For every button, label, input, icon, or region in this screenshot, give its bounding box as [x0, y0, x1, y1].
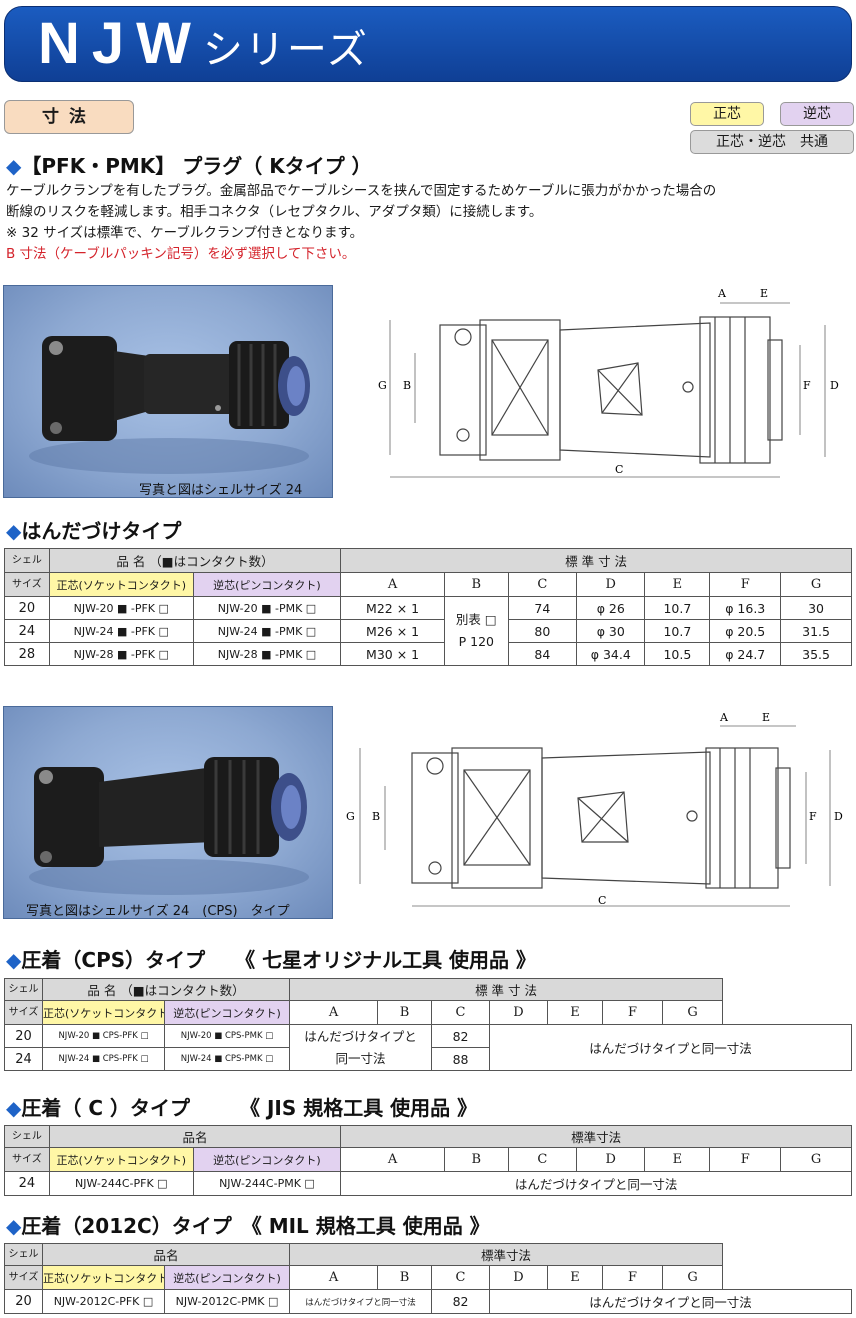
table-row: 20 NJW-20 ■ -PFK □ NJW-20 ■ -PMK □ M22 ×… [4, 596, 852, 666]
plug-heading: ◆【PFK・PMK】 プラグ（ Kタイプ ） [6, 154, 372, 178]
sei-header: 正芯(ソケットコンタクト) [48, 572, 194, 597]
cps-dg-note: はんだづけタイプと同一寸法 [489, 1024, 852, 1071]
c2012-table: シェル 品名 標準寸法 サイズ 正芯(ソケットコンタクト) 逆芯(ピンコンタクト… [4, 1243, 852, 1314]
c-type-heading: ◆圧着（ C ）タイプ 《 JIS 規格工具 使用品 》 [6, 1096, 478, 1120]
drawing-label-g: G [378, 379, 387, 392]
name-header: 品 名 （■はコンタクト数） [48, 548, 342, 573]
col-c: C [507, 572, 578, 597]
diamond-icon: ◆ [6, 154, 22, 178]
drawing-label-a: A [717, 287, 727, 300]
col-g: G [780, 572, 852, 597]
c2012-dg-note: はんだづけタイプと同一寸法 [489, 1289, 852, 1314]
c2012-heading: ◆圧着（2012C）タイプ 《 MIL 規格工具 使用品 》 [6, 1214, 490, 1238]
dimension-drawing-solder: G B F D C A E [378, 287, 839, 478]
b-value: 別表 □P 120 [443, 596, 509, 666]
solder-table: シェル 品 名 （■はコンタクト数） 標 準 寸 法 サイズ 正芯(ソケットコン… [4, 548, 852, 666]
intro-note: ※ 32 サイズは標準で、ケーブルクランプ付きとなります。 [6, 225, 364, 241]
legend-sei: 正芯 [690, 102, 764, 126]
col-e: E [644, 572, 711, 597]
product-photo-cps: 写真と図はシェルサイズ 24 (CPS) タイプ [3, 706, 333, 919]
intro-line-1: ケーブルクランプを有したプラグ。金属部品でケーブルシースを挟んで固定するためケー… [6, 183, 717, 199]
diamond-icon: ◆ [6, 1214, 22, 1238]
drawing-label-d: D [830, 379, 839, 392]
c2012-ab-note: はんだづけタイプと同一寸法 [289, 1289, 433, 1314]
col-b: B [443, 572, 509, 597]
series-banner [4, 6, 852, 82]
drawing-label-c: C [598, 894, 606, 907]
photo-caption: 写真と図はシェルサイズ 24 (CPS) タイプ [26, 904, 290, 919]
c-type-note: はんだづけタイプと同一寸法 [340, 1171, 852, 1196]
table-row: 24 NJW-244C-PFK □ NJW-244C-PMK □ はんだづけタイ… [4, 1171, 852, 1196]
c-type-table: シェル 品名 標準寸法 サイズ 正芯(ソケットコンタクト) 逆芯(ピンコンタクト… [4, 1125, 852, 1196]
col-d: D [576, 572, 646, 597]
diamond-icon: ◆ [6, 519, 22, 543]
drawing-label-f: F [809, 810, 817, 823]
intro-line-2: 断線のリスクを軽減します。相手コネクタ（レセプタクル、アダプタ類）に接続します。 [6, 204, 543, 220]
shell-header: シェル [4, 548, 50, 573]
drawing-label-e: E [760, 287, 768, 300]
page-title: NJWシリーズ [38, 11, 369, 76]
diamond-icon: ◆ [6, 948, 22, 972]
photo-caption: 写真と図はシェルサイズ 24 [139, 483, 303, 498]
drawing-label-b: B [403, 379, 411, 392]
size-header: サイズ [4, 572, 50, 597]
intro-warning: B 寸法（ケーブルパッキン記号）を必ず選択して下さい。 [6, 246, 356, 262]
drawing-label-f: F [803, 379, 811, 392]
connector-photo-illustration [29, 336, 310, 474]
drawing-label-g: G [346, 810, 355, 823]
solder-heading: ◆はんだづけタイプ [6, 519, 182, 543]
table-row: 28 NJW-28 ■ -PFK □ NJW-28 ■ -PMK □ M30 ×… [4, 642, 852, 666]
diamond-icon: ◆ [6, 1096, 22, 1120]
cps-ab-note: はんだづけタイプと同一寸法 [289, 1024, 433, 1071]
col-f: F [709, 572, 782, 597]
drawing-label-b: B [372, 810, 380, 823]
dims-header: 標 準 寸 法 [340, 548, 852, 573]
legend-common: 正芯・逆芯 共通 [690, 130, 854, 154]
cps-heading: ◆圧着（CPS）タイプ 《 七星オリジナル工具 使用品 》 [6, 948, 537, 972]
dimensions-tag: 寸法 [4, 100, 134, 134]
gyaku-header: 逆芯(ピンコンタクト) [192, 572, 342, 597]
drawing-label-a: A [719, 711, 729, 724]
col-a: A [340, 572, 445, 597]
drawing-label-c: C [615, 463, 623, 476]
table-row: 20 NJW-20 ■ CPS-PFK □ NJW-20 ■ CPS-PMK □… [4, 1024, 852, 1071]
drawing-label-d: D [834, 810, 843, 823]
legend-gyaku: 逆芯 [780, 102, 854, 126]
connector-photo-illustration [29, 757, 309, 895]
drawing-label-e: E [762, 711, 770, 724]
dimension-drawing-cps: G B F D C A E [346, 711, 843, 907]
table-row: 20 NJW-2012C-PFK □ NJW-2012C-PMK □ はんだづけ… [4, 1289, 852, 1314]
product-photo-solder: 写真と図はシェルサイズ 24 [3, 285, 333, 498]
cps-table: シェル 品 名 （■はコンタクト数） 標 準 寸 法 サイズ 正芯(ソケットコン… [4, 978, 852, 1071]
table-row: 24 NJW-24 ■ -PFK □ NJW-24 ■ -PMK □ M26 ×… [4, 619, 852, 643]
table-row: 24 NJW-24 ■ CPS-PFK □ NJW-24 ■ CPS-PMK □… [4, 1047, 852, 1071]
